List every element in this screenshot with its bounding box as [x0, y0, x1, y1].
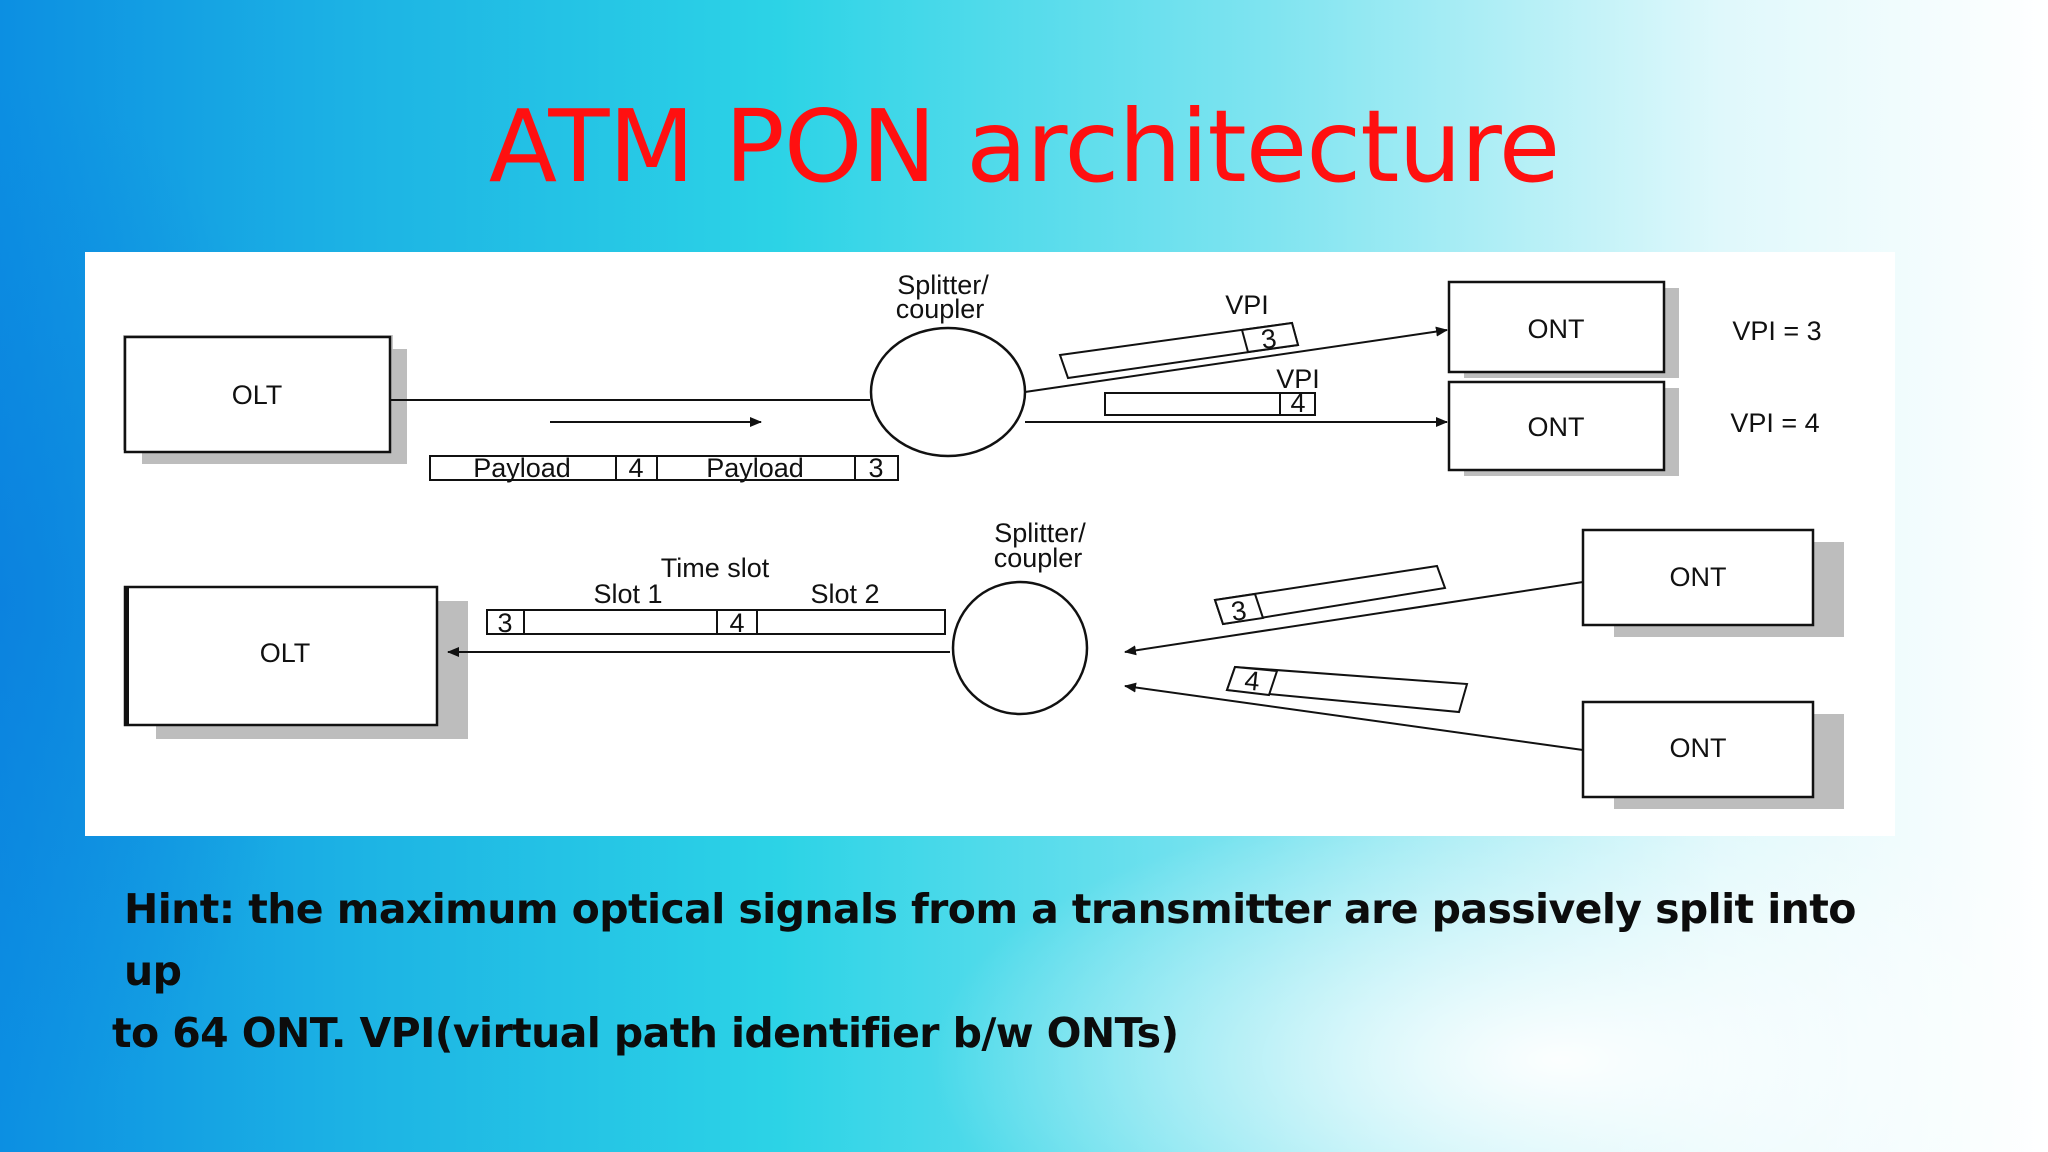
splitter-label-line2: coupler	[994, 543, 1083, 573]
link-from-ont-bottom	[1124, 682, 1584, 751]
slide-title: ATM PON architecture	[488, 88, 1560, 205]
time-slot-label: Time slot	[661, 553, 770, 583]
link-to-ont-top	[1024, 326, 1448, 393]
splitter-circle	[951, 580, 1089, 716]
ont-vpi-assignment: VPI = 4	[1730, 408, 1819, 438]
downstream-section: OLT Payload 4 Payload 3	[123, 270, 1822, 483]
downstream-frame: Payload 4 Payload 3	[429, 453, 899, 483]
slot1-label: Slot 1	[593, 579, 662, 609]
upstream-olt: OLT	[123, 585, 468, 739]
ont-label: ONT	[1528, 314, 1585, 344]
slot2-value: 4	[729, 608, 744, 638]
frame-vpi-1: 4	[628, 453, 643, 483]
cell-value-top: 3	[1229, 595, 1248, 627]
downstream-olt: OLT	[123, 335, 407, 464]
vpi-cell-bottom: VPI 4	[1104, 364, 1320, 418]
ont-box	[1447, 380, 1666, 472]
ont-label: ONT	[1670, 733, 1727, 763]
frame-payload-1: Payload	[473, 453, 571, 483]
slot2-label: Slot 2	[810, 579, 879, 609]
downstream-splitter: Splitter/ coupler	[869, 270, 1027, 458]
hint-line-2: to 64 ONT. VPI(virtual path identifier b…	[112, 1009, 1179, 1057]
upstream-splitter: Splitter/ coupler	[951, 518, 1089, 716]
link-from-ont-top	[1124, 581, 1584, 656]
cell-value-bottom: 4	[1243, 665, 1261, 696]
upstream-cell-top: 3	[1213, 564, 1447, 627]
splitter-label-line1: Splitter/	[994, 518, 1086, 548]
upstream-cell-bottom: 4	[1225, 665, 1469, 714]
diagram-svg: OLT Payload 4 Payload 3	[123, 270, 1844, 809]
vpi-label-bottom: VPI	[1276, 364, 1320, 394]
ont-box	[1581, 528, 1815, 627]
downstream-ont-bottom: ONT VPI = 4	[1447, 380, 1820, 476]
downstream-ont-top: ONT VPI = 3	[1447, 280, 1822, 378]
olt-box	[123, 585, 439, 727]
vpi-value-top: 3	[1259, 323, 1278, 355]
slot1-value: 3	[497, 608, 512, 638]
olt-box	[123, 335, 392, 454]
splitter-circle	[869, 326, 1027, 458]
ont-label: ONT	[1528, 412, 1585, 442]
olt-label: OLT	[260, 638, 311, 668]
frame-vpi-2: 3	[868, 453, 883, 483]
frame-payload-2: Payload	[706, 453, 804, 483]
splitter-label-line1: Splitter/	[897, 270, 989, 300]
ont-label: ONT	[1670, 562, 1727, 592]
ont-box	[1447, 280, 1666, 374]
hint-text: Hint: the maximum optical signals from a…	[112, 878, 1872, 1064]
ont-vpi-assignment: VPI = 3	[1732, 316, 1821, 346]
vpi-cell-top: VPI 3	[1058, 290, 1300, 380]
upstream-time-slots: Time slot Slot 1 Slot 2 3 4	[486, 553, 946, 638]
frame-outline	[429, 455, 899, 481]
splitter-label-line2: coupler	[896, 294, 985, 324]
vpi-cell-body	[1104, 392, 1316, 416]
hint-line-1: Hint: the maximum optical signals from a…	[124, 885, 1856, 995]
upstream-ont-bottom: ONT	[1581, 700, 1844, 809]
ont-box	[1581, 700, 1815, 799]
vpi-value-bottom: 4	[1290, 388, 1305, 418]
vpi-label-top: VPI	[1225, 290, 1269, 320]
upstream-ont-top: ONT	[1581, 528, 1844, 637]
atm-pon-diagram: OLT Payload 4 Payload 3	[85, 252, 1895, 836]
upstream-section: OLT Time slot Slot 1 Slot 2 3 4	[123, 518, 1844, 809]
olt-label: OLT	[232, 380, 283, 410]
